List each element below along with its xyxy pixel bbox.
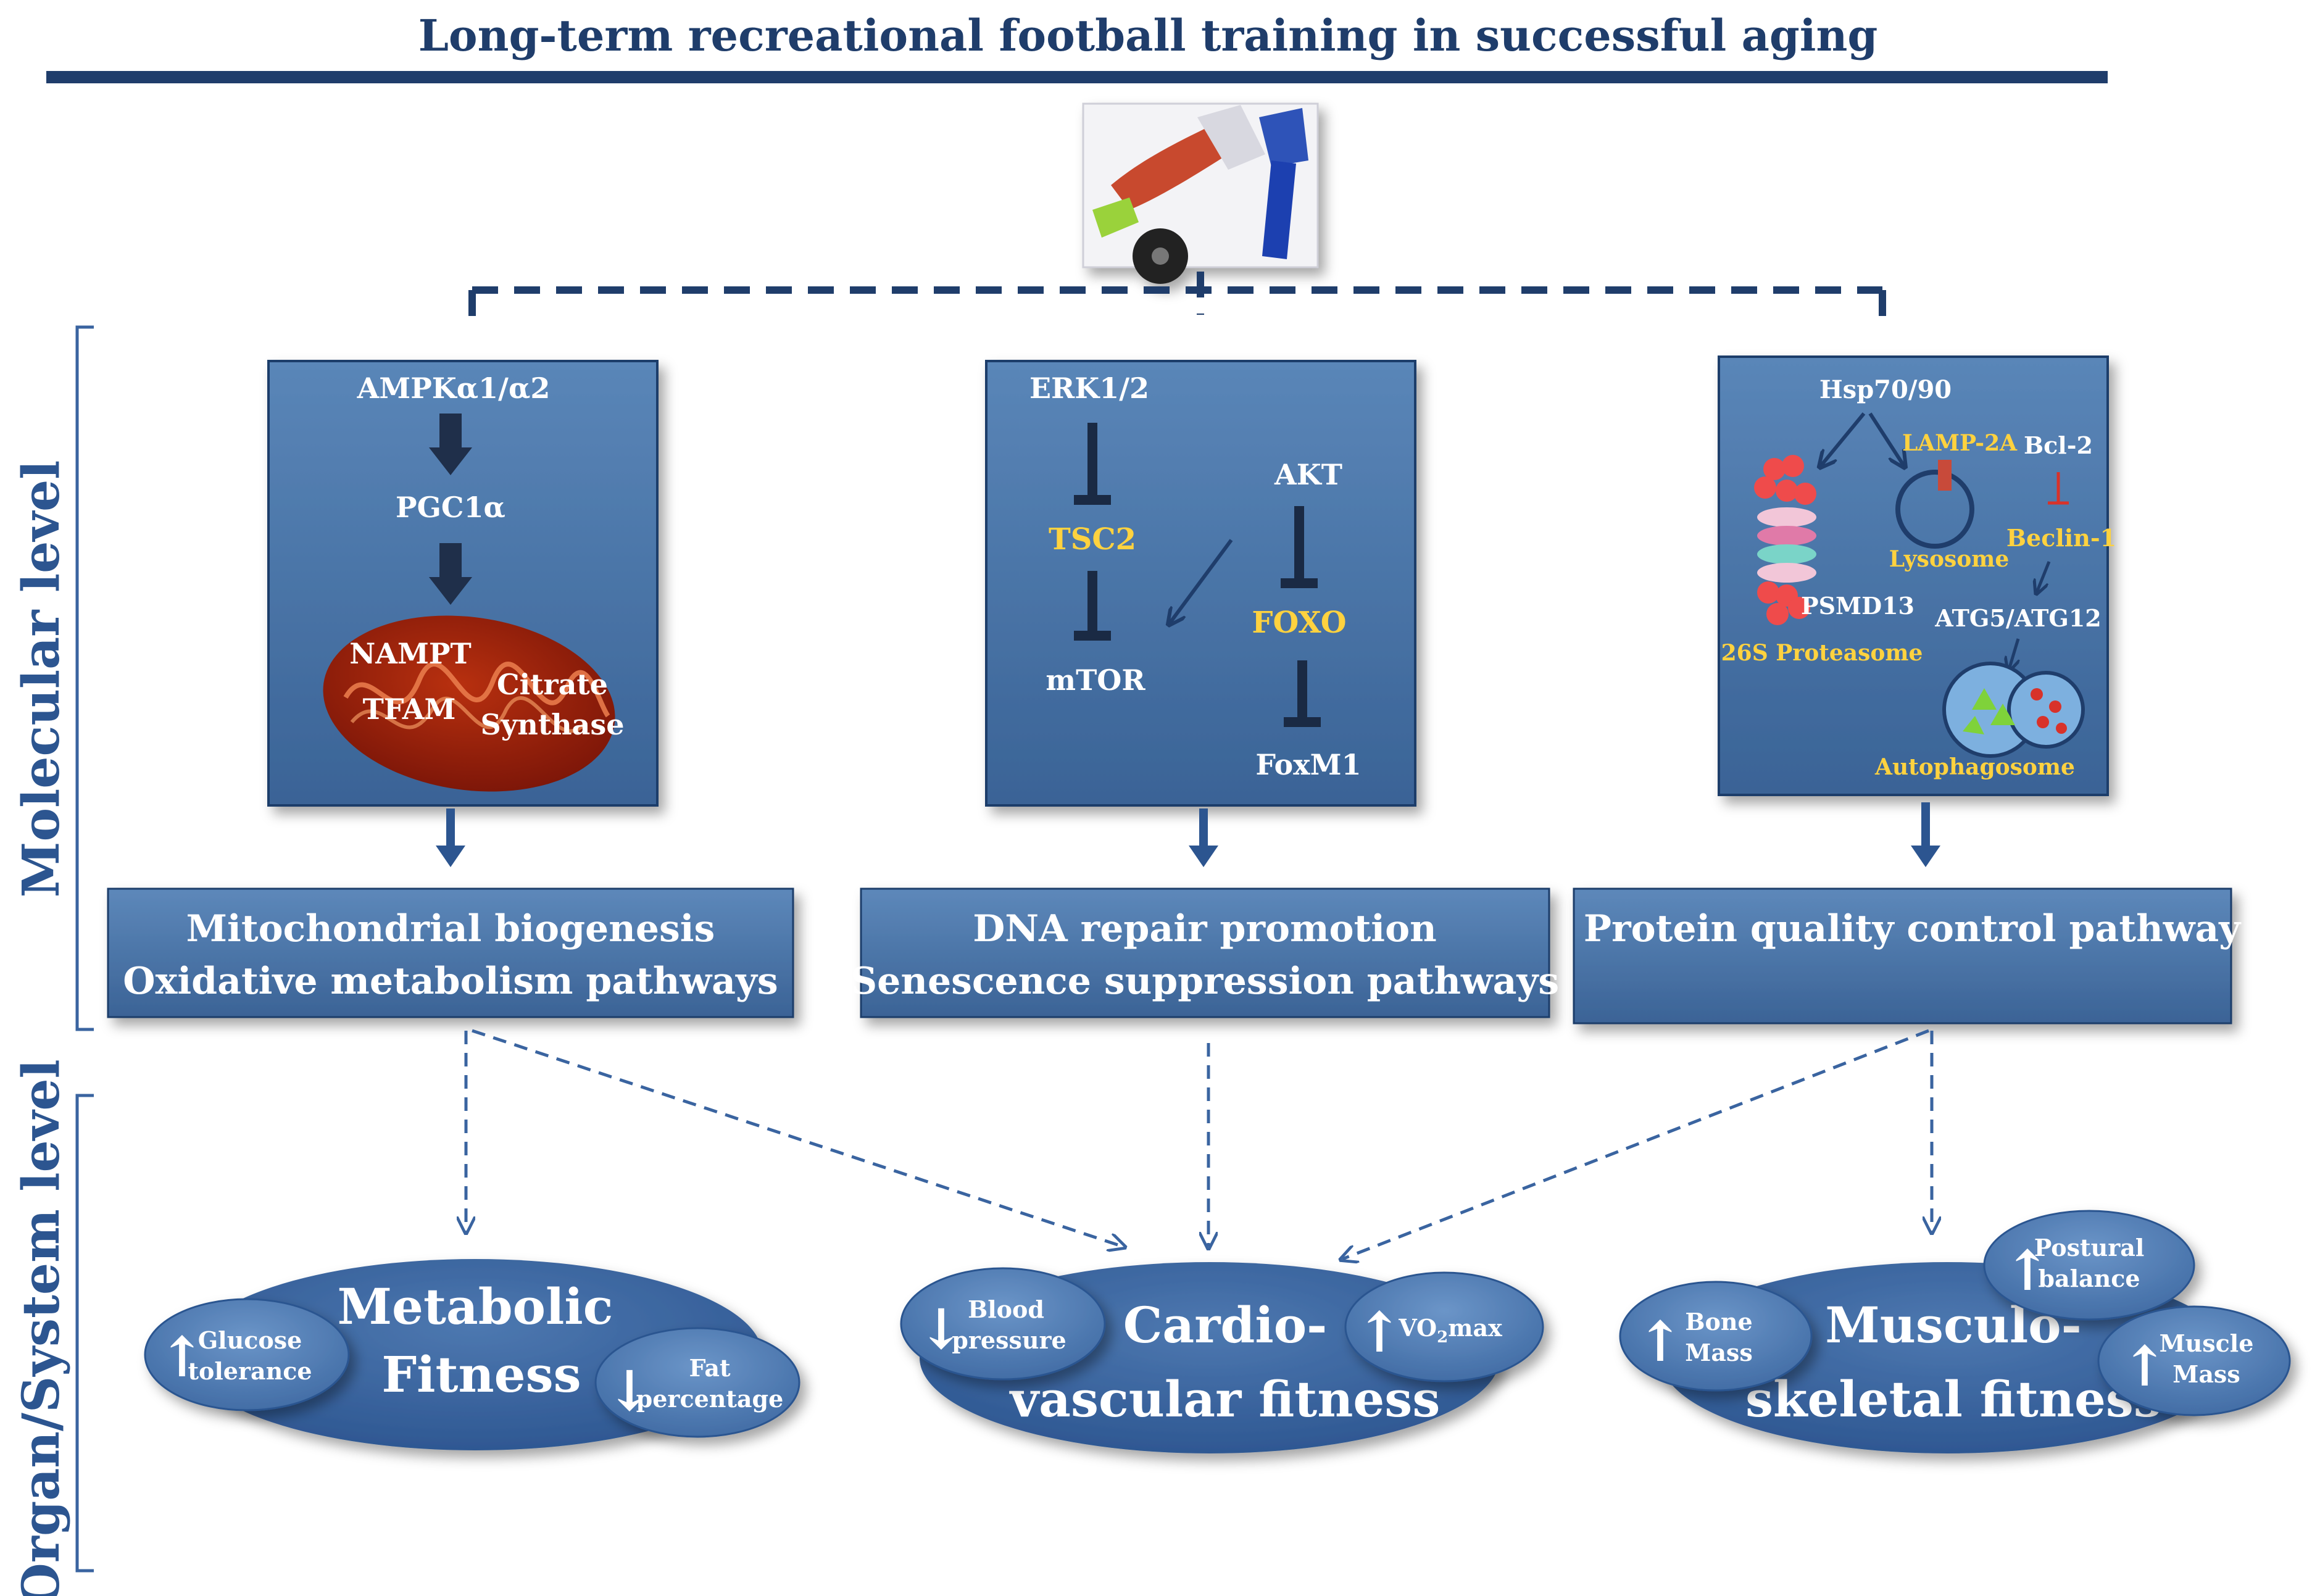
synthase-label: Synthase <box>480 708 624 741</box>
cardiovascular-fitness-outcome: Cardio- vascular fitness ↓ Blood pressur… <box>900 1262 1544 1453</box>
blood-line1: Blood <box>968 1295 1044 1323</box>
lysosome-icon <box>1895 460 1974 549</box>
autophagosome-label: Autophagosome <box>1874 754 2075 780</box>
dna-pathway-line2: Senescence suppression pathways <box>850 960 1559 1003</box>
glucose-line2: tolerance <box>188 1357 312 1385</box>
inhibition-icon <box>1284 660 1321 727</box>
beclin-to-atg-arrow-icon <box>2037 561 2051 592</box>
activation-arrow-icon <box>429 543 472 605</box>
fat-line2: percentage <box>636 1385 784 1413</box>
dna-repair-panel: ERK1/2 TSC2 mTOR AKT FOXO FoxM1 <box>985 360 1416 807</box>
foxo-label: FOXO <box>1252 605 1346 640</box>
up-arrow-icon: ↑ <box>1637 1309 1683 1374</box>
mitochondrion-icon <box>323 615 615 792</box>
organ-bracket <box>75 1094 94 1573</box>
lamp2a-label: LAMP-2A <box>1902 430 2018 456</box>
muscle-line2: Mass <box>2172 1360 2240 1388</box>
pgc1a-label: PGC1α <box>396 491 505 524</box>
metabolic-line2: Fitness <box>381 1345 581 1403</box>
akt-to-mtor-arrow-icon <box>1170 539 1233 623</box>
title-underline <box>46 71 2108 83</box>
page-title: Long-term recreational football training… <box>418 10 1878 61</box>
inhibition-icon <box>1281 506 1318 588</box>
musculoskeletal-fitness-outcome: Musculo- skeletal fitness ↑ Postural bal… <box>1619 1210 2291 1453</box>
molecular-bracket <box>75 325 94 1031</box>
tfam-label: TFAM <box>363 692 456 726</box>
musculo-line2: skeletal fitness <box>1745 1370 2161 1428</box>
activation-arrow-icon <box>429 414 472 475</box>
protein-quality-panel: Hsp70/90 LAMP-2A Bcl-2 Beclin-1 <box>1718 355 2116 796</box>
top-dashed-connector <box>468 272 1886 318</box>
mito-pathway-line2: Oxidative metabolism pathways <box>123 960 778 1003</box>
lysosome-label: Lysosome <box>1889 546 2010 572</box>
football-player-illustration <box>1082 102 1319 284</box>
glucose-line1: Glucose <box>198 1326 302 1354</box>
down-arrow-icon: ↓ <box>606 1358 652 1424</box>
muscle-mass-badge: ↑ Muscle Mass <box>2097 1305 2291 1416</box>
proteasome-icon <box>1754 455 1816 625</box>
vo2max-badge: ↑ VO2max <box>1344 1271 1544 1382</box>
atg-to-autophagosome-arrow-icon <box>2009 638 2018 670</box>
autophagosome-icon <box>1942 662 2085 758</box>
bcl2-label: Bcl-2 <box>2024 431 2093 459</box>
beclin1-label: Beclin-1 <box>2006 524 2116 552</box>
metabolic-line1: Metabolic <box>337 1278 613 1336</box>
hsp-label: Hsp70/90 <box>1819 375 1952 404</box>
mito-pathway-line1: Mitochondrial biogenesis <box>186 907 715 950</box>
up-arrow-icon: ↑ <box>2121 1334 2168 1399</box>
dna-pathway-line1: DNA repair promotion <box>973 907 1436 950</box>
down-arrow-icon: ↓ <box>918 1297 964 1362</box>
up-arrow-icon: ↑ <box>2004 1238 2050 1303</box>
pathway-to-outcome-arrows <box>466 1029 1932 1259</box>
ampk-label: AMPKα1/α2 <box>357 372 551 405</box>
protein-pathway-box: Protein quality control pathway <box>1573 887 2242 1025</box>
akt-label: AKT <box>1274 458 1342 491</box>
molecular-level-label: Molecular level <box>12 460 71 898</box>
organ-system-level-label: Organ/System level <box>12 1059 71 1596</box>
postural-line2: balance <box>2038 1265 2140 1292</box>
metabolic-fitness-outcome: Metabolic Fitness ↑ Glucose tolerance ↓ … <box>144 1259 800 1450</box>
hsp-to-lysosome-arrow-icon <box>1868 412 1904 466</box>
postural-line1: Postural <box>2034 1234 2145 1261</box>
26s-proteasome-label: 26S Proteasome <box>1721 640 1923 666</box>
hsp-to-proteasome-arrow-icon <box>1821 412 1866 466</box>
glucose-tolerance-badge: ↑ Glucose tolerance <box>144 1298 350 1411</box>
inhibition-icon <box>1074 423 1111 505</box>
panel-to-pathway-arrows <box>436 802 1940 867</box>
up-arrow-icon: ↑ <box>159 1324 205 1390</box>
nampt-label: NAMPT <box>349 637 471 670</box>
bone-line1: Bone <box>1685 1308 1752 1336</box>
psmd13-label: PSMD13 <box>1801 592 1915 620</box>
foxm1-label: FoxM1 <box>1255 748 1361 781</box>
inhibition-icon <box>2048 472 2069 505</box>
bone-mass-badge: ↑ Bone Mass <box>1619 1281 1813 1392</box>
vo2max-label: VO2max <box>1398 1314 1502 1347</box>
fat-line1: Fat <box>689 1354 731 1382</box>
fat-percentage-badge: ↓ Fat percentage <box>594 1327 800 1438</box>
postural-balance-badge: ↑ Postural balance <box>1983 1210 2195 1321</box>
citrate-label: Citrate <box>497 668 608 701</box>
erk-label: ERK1/2 <box>1029 372 1149 405</box>
atg-label: ATG5/ATG12 <box>1934 604 2101 632</box>
muscle-line1: Muscle <box>2160 1329 2254 1357</box>
cardio-line2: vascular fitness <box>1009 1370 1441 1428</box>
bone-line2: Mass <box>1685 1339 1752 1366</box>
mtor-label: mTOR <box>1046 663 1145 697</box>
mitochondria-panel: AMPKα1/α2 PGC1α NAMPT TFAM Citrate Synth… <box>267 360 659 807</box>
tsc2-label: TSC2 <box>1049 522 1136 557</box>
protein-pathway-line1: Protein quality control pathway <box>1584 907 2242 950</box>
blood-pressure-badge: ↓ Blood pressure <box>900 1267 1106 1381</box>
dna-pathway-box: DNA repair promotion Senescence suppress… <box>850 887 1559 1018</box>
up-arrow-icon: ↑ <box>1356 1300 1402 1365</box>
inhibition-icon <box>1074 571 1111 641</box>
mito-pathway-box: Mitochondrial biogenesis Oxidative metab… <box>107 887 794 1018</box>
blood-line2: pressure <box>952 1326 1066 1354</box>
cardio-line1: Cardio- <box>1123 1296 1328 1354</box>
